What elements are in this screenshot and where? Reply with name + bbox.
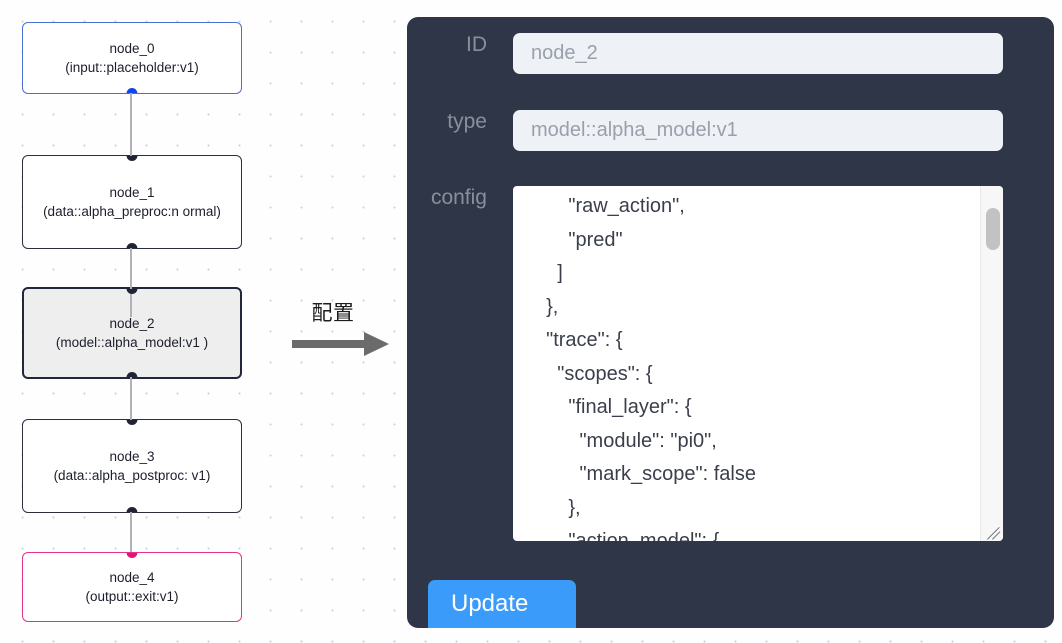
field-row-id: ID node_2 xyxy=(407,33,1003,74)
edge-node3-node4 xyxy=(130,510,132,552)
flow-node-title: node_3 xyxy=(109,449,155,464)
config-textarea-content[interactable]: "raw_action", "pred" ] }, "trace": { "sc… xyxy=(546,195,756,541)
input-id[interactable]: node_2 xyxy=(513,33,1003,74)
right-arrow-icon xyxy=(292,332,389,356)
flow-node-node_4[interactable]: node_4 (output::exit:v1) xyxy=(22,552,242,622)
node-handle-target[interactable] xyxy=(126,289,138,294)
node-handle-target[interactable] xyxy=(126,156,138,161)
node-handle-source[interactable] xyxy=(126,88,138,93)
resize-handle-icon[interactable] xyxy=(986,525,1001,540)
node-handle-source[interactable] xyxy=(126,243,138,248)
config-scrollbar-thumb[interactable] xyxy=(986,208,1000,250)
flow-node-subtitle: (data::alpha_preproc:n ormal) xyxy=(43,204,221,219)
annotation-arrow-group: 配置 xyxy=(288,297,398,357)
edge-node0-node1 xyxy=(130,92,132,160)
input-type[interactable]: model::alpha_model:v1 xyxy=(513,110,1003,151)
field-row-config: config "raw_action", "pred" ] }, "trace"… xyxy=(407,186,1003,541)
node-handle-target[interactable] xyxy=(126,553,138,558)
label-config: config xyxy=(430,186,487,209)
config-scrollbar[interactable] xyxy=(980,186,1003,541)
flow-node-subtitle: (model::alpha_model:v1 ) xyxy=(55,335,209,350)
config-textarea[interactable]: "raw_action", "pred" ] }, "trace": { "sc… xyxy=(513,186,1003,541)
label-id: ID xyxy=(466,33,487,56)
flow-node-title: node_4 xyxy=(109,570,155,585)
node-handle-source[interactable] xyxy=(126,507,138,512)
flow-node-node_2[interactable]: node_2 (model::alpha_model:v1 ) xyxy=(22,287,242,379)
label-type: type xyxy=(447,110,487,133)
edge-node1-node2 xyxy=(130,247,132,317)
flow-node-subtitle: (output::exit:v1) xyxy=(85,589,179,604)
flow-node-title: node_2 xyxy=(109,316,155,331)
flow-node-node_3[interactable]: node_3 (data::alpha_postproc: v1) xyxy=(22,419,242,513)
flow-node-subtitle: (data::alpha_postproc: v1) xyxy=(53,468,211,483)
flow-node-title: node_1 xyxy=(109,185,155,200)
flow-node-subtitle: (input::placeholder:v1) xyxy=(65,60,199,75)
annotation-label: 配置 xyxy=(311,301,355,325)
node-config-panel: ID node_2 type model::alpha_model:v1 con… xyxy=(407,17,1054,628)
node-handle-source[interactable] xyxy=(126,372,138,377)
field-row-type: type model::alpha_model:v1 xyxy=(407,110,1003,151)
flow-node-node_0[interactable]: node_0 (input::placeholder:v1) xyxy=(22,22,242,94)
edge-node2-node3 xyxy=(130,375,132,423)
flow-node-title: node_0 xyxy=(109,41,155,56)
update-button[interactable]: Update xyxy=(428,580,576,628)
node-handle-target[interactable] xyxy=(126,420,138,425)
flow-node-node_1[interactable]: node_1 (data::alpha_preproc:n ormal) xyxy=(22,155,242,249)
